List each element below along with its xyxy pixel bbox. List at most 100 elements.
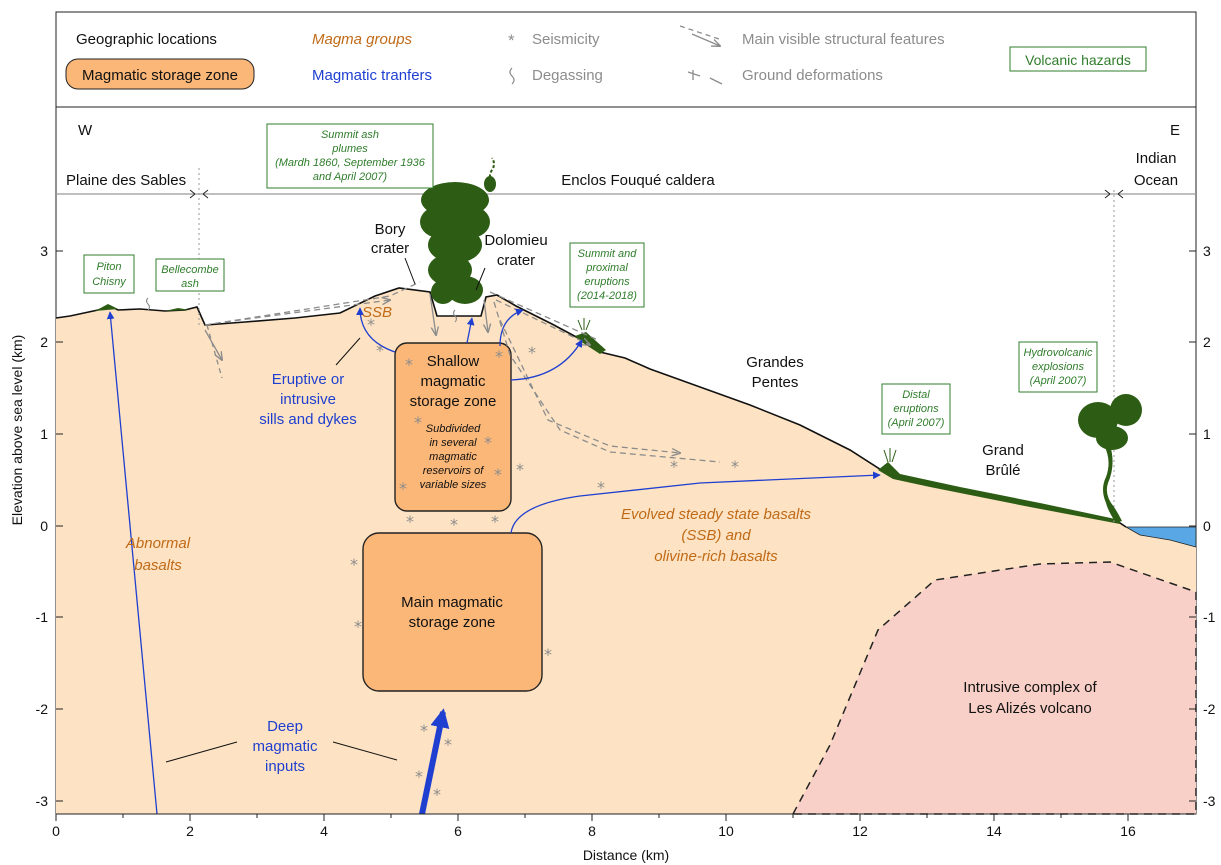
enclos-fouque-label: Enclos Fouqué caldera [561,172,715,189]
deep-inputs-label-2: magmatic [252,738,318,755]
shallow-storage-zone [394,342,512,512]
shallow-note-4: reservoirs of [423,465,484,477]
svg-text:*: * [528,343,536,362]
abnormal-basalts-label-2: basalts [134,557,182,574]
ash-plume-wisp [489,157,495,183]
grandes-pentes-label-1: Grandes [746,354,804,371]
sills-dykes-label-3: sills and dykes [259,411,357,428]
svg-text:*: * [484,433,492,452]
svg-text:(April 2007): (April 2007) [888,417,945,429]
svg-text:*: * [544,645,552,664]
y-tick-right-1: 1 [1203,426,1211,442]
main-storage-label-1: Main magmatic [401,594,503,611]
lava-bellecombe [165,308,190,311]
sills-dykes-label-1: Eruptive or [272,371,345,388]
y-tick-right-minus-2: -2 [1203,701,1216,717]
hazard-distal: Distal eruptions (April 2007) [881,383,951,435]
y-tick-minus-1: -1 [36,609,49,625]
svg-text:explosions: explosions [1032,361,1084,373]
structural-features [204,281,721,463]
y-tick-0: 0 [40,518,48,534]
x-tick-2: 2 [186,823,194,839]
leader-lines [165,257,486,763]
svg-text:(April 2007): (April 2007) [1030,375,1087,387]
x-tick-4: 4 [320,823,328,839]
west-label: W [78,122,93,139]
bory-label-2: crater [371,240,409,257]
ssb-label: SSB [362,304,392,321]
y-axis-right: 3 2 1 0 -1 -2 -3 [1189,243,1216,809]
grand-brule-label-1: Grand [982,442,1024,459]
svg-text:Summit and: Summit and [578,248,638,260]
svg-text:*: * [433,785,441,804]
shallow-note-5: variable sizes [420,479,487,491]
legend-magma-groups: Magma groups [312,31,413,48]
legend-hazards-box [1009,46,1147,72]
hydrovolcanic-plume [1078,394,1142,523]
x-tick-0: 0 [52,823,60,839]
x-tick-6: 6 [454,823,462,839]
svg-text:ash: ash [181,278,199,290]
hazard-hydrovolcanic: Hydrovolcanic explosions (April 2007) [1018,341,1098,393]
y-tick-3: 3 [40,243,48,259]
svg-text:*: * [494,465,502,484]
intrusive-complex [791,561,1197,815]
indian-ocean-label-1: Indian [1136,150,1177,167]
svg-text:*: * [415,767,423,786]
y-tick-minus-3: -3 [36,793,49,809]
intrusive-label-2: Les Alizés volcano [968,700,1091,717]
indian-ocean-label-2: Ocean [1134,172,1178,189]
svg-text:Summit ash: Summit ash [321,129,379,141]
evolved-basalts-label-3: olivine-rich basalts [654,548,778,565]
shallow-storage-label-3: storage zone [410,393,497,410]
east-label: E [1170,122,1180,139]
degassing-marks [145,297,458,323]
plaine-des-sables-label: Plaine des Sables [66,172,186,189]
legend-ground-deformations: Ground deformations [742,67,883,84]
svg-text:*: * [450,515,458,534]
svg-text:Distal: Distal [902,389,930,401]
seismicity-icon: * [508,31,515,50]
vent-sparks [577,318,897,463]
svg-text:*: * [670,457,678,476]
lava-distal [878,462,1120,524]
svg-text:*: * [597,478,605,497]
hazard-piton-chisny: Piton Chisny [83,254,135,294]
y-tick-2: 2 [40,334,48,350]
svg-text:*: * [354,617,362,636]
shallow-note-2: in several [429,437,477,449]
deep-inputs-label-1: Deep [267,718,303,735]
y-tick-right-2: 2 [1203,334,1211,350]
svg-text:proximal: proximal [585,262,628,274]
svg-text:eruptions: eruptions [584,276,630,288]
x-tick-16: 16 [1120,823,1136,839]
legend-magmatic-transfers: Magmatic tranfers [312,67,432,84]
svg-text:*: * [414,413,422,432]
hazard-bellecombe-ash: Bellecombe ash [155,258,225,292]
intrusive-label-1: Intrusive complex of [963,679,1097,696]
x-tick-10: 10 [718,823,734,839]
svg-text:plumes: plumes [331,143,368,155]
shallow-note-1: Subdivided [426,423,481,435]
y-tick-right-minus-3: -3 [1203,793,1216,809]
svg-text:*: * [406,512,414,531]
lava-piton-chisny [95,304,118,311]
grand-brule-label-2: Brûlé [985,462,1020,479]
y-tick-1: 1 [40,426,48,442]
svg-text:Bellecombe: Bellecombe [161,264,218,276]
svg-text:(Mardh 1860, September 1936: (Mardh 1860, September 1936 [275,157,426,169]
west-divider-arrows [189,189,209,199]
svg-text:*: * [731,457,739,476]
evolved-basalts-label-1: Evolved steady state basalts [621,506,812,523]
svg-text:Piton: Piton [96,261,121,273]
x-tick-8: 8 [588,823,596,839]
x-tick-12: 12 [852,823,868,839]
x-axis: 0 2 4 6 8 10 12 14 16 Distance (km) [52,813,1196,863]
magmatic-transfers [106,307,881,815]
x-tick-14: 14 [986,823,1002,839]
deep-inputs-label-3: inputs [265,758,305,775]
svg-text:*: * [420,721,428,740]
seismicity-points: *** *** *** *** *** *** *** ** [350,315,739,804]
svg-text:*: * [491,512,499,531]
evolved-basalts-label-2: (SSB) and [681,527,751,544]
